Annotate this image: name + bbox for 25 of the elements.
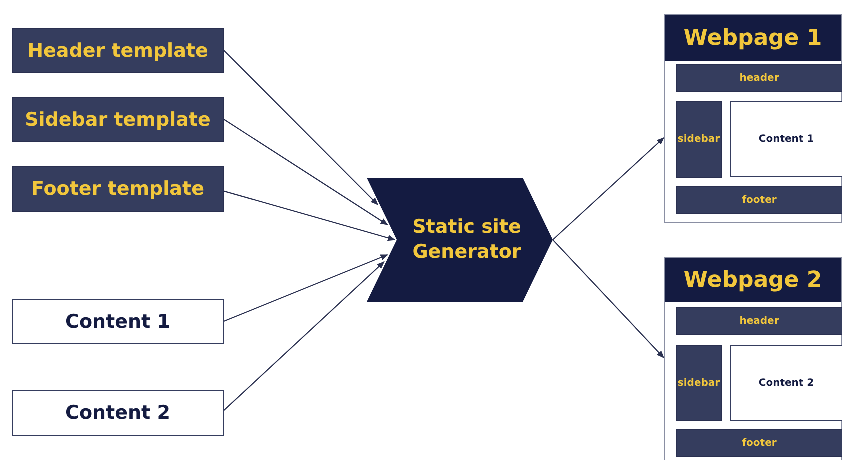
template-box: sidebar (676, 345, 722, 421)
template-box: sidebar (676, 101, 722, 178)
template-box: footer (676, 429, 842, 457)
arrow (552, 137, 665, 240)
arrow (224, 50, 379, 206)
webpage-frame (664, 257, 842, 460)
webpage-frame (664, 14, 842, 223)
webpage-title-bar: Webpage 1 (665, 15, 841, 61)
content-box: Content 2 (730, 345, 842, 421)
template-box: Footer template (12, 166, 224, 212)
template-box: footer (676, 186, 842, 214)
arrow (224, 254, 388, 322)
arrow (224, 119, 388, 226)
template-box: header (676, 64, 842, 92)
template-box: Sidebar template (12, 97, 224, 142)
content-box: Content 1 (12, 299, 224, 344)
arrow (552, 240, 665, 359)
template-box: header (676, 307, 842, 335)
template-box: Header template (12, 28, 224, 73)
webpage-title-bar: Webpage 2 (665, 258, 841, 302)
arrow (224, 261, 385, 412)
generator-label: Static site Generator (412, 215, 522, 265)
content-box: Content 2 (12, 390, 224, 436)
arrow (224, 190, 396, 242)
content-box: Content 1 (730, 101, 842, 177)
